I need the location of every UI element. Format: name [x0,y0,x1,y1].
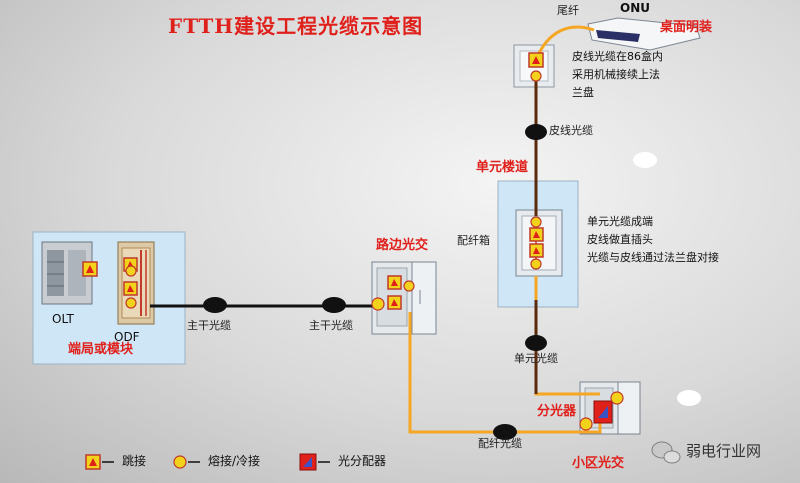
roadside-cabinet [371,261,437,335]
fusion-dot-odf-1 [125,265,137,277]
corridor-note-2: 皮线做直插头 [587,233,653,246]
trunk-marker-2 [322,297,346,313]
office-label: 端局或模块 [68,342,134,357]
corridor-note-3: 光缆与皮线通过法兰盘对接 [587,251,719,264]
unit-cable-label: 单元光缆 [514,352,558,365]
legend-jumper-symbol [85,454,114,470]
box-note-2: 采用机械接续上法 [572,68,660,81]
jumper-marker-road-1 [387,275,402,290]
legend-fusion-label: 熔接/冷接 [208,454,261,468]
tail-fiber-label: 尾纤 [557,4,579,17]
splitter-label: 分光器 [537,404,577,419]
jumper-marker-outlet [528,52,544,68]
olt-label: OLT [52,312,74,326]
onu-device [587,17,701,51]
page-title: FTTH建设工程光缆示意图 [168,14,424,38]
drop-marker [525,124,547,140]
community-label: 小区光交 [572,456,625,471]
legend-splitter-symbol [299,453,330,471]
jumper-marker-box-1 [529,227,544,242]
box-note-3: 兰盘 [572,86,594,99]
fusion-dot-road-2 [403,280,415,292]
fusion-dot-box-1 [530,216,542,228]
fusion-dot-community-1 [610,391,624,405]
blob-2 [677,390,701,406]
odf-label: ODF [114,330,140,344]
fusion-dot-community-2 [579,417,593,431]
roadside-label: 路边光交 [376,238,429,253]
dist-box-label: 配纤箱 [457,234,490,247]
blob-1 [633,152,657,168]
dist-cable-label: 配纤光缆 [478,437,522,450]
corridor-note-1: 单元光缆成端 [587,215,653,228]
jumper-marker-odf-2 [123,281,138,296]
fusion-dot-box-2 [530,258,542,270]
legend-jumper-label: 跳接 [122,454,147,468]
trunk-cable-label-1: 主干光缆 [187,319,231,332]
fusion-dot-outlet [530,70,542,82]
jumper-marker-box-2 [529,243,544,258]
desktop-install-label: 桌面明装 [660,20,713,35]
legend-fusion-symbol [173,455,200,469]
jumper-marker-road-2 [387,295,402,310]
wechat-icon [651,441,681,464]
dist-marker [493,424,517,440]
trunk-cable-label-2: 主干光缆 [309,319,353,332]
watermark-text: 弱电行业网 [686,442,762,460]
drop-cable-label: 皮线光缆 [549,124,593,137]
unit-corridor-label: 单元楼道 [476,160,529,175]
box-note-1: 皮线光缆在86盒内 [572,50,663,63]
splitter-marker [593,400,613,424]
tail-fiber [534,25,595,61]
jumper-marker-olt [82,261,98,277]
unit-marker [525,335,547,351]
trunk-marker-1 [203,297,227,313]
legend-splitter-label: 光分配器 [338,454,387,468]
onu-label: ONU [620,1,650,15]
fusion-dot-odf-2 [125,297,137,309]
fusion-dot-road [371,297,385,311]
